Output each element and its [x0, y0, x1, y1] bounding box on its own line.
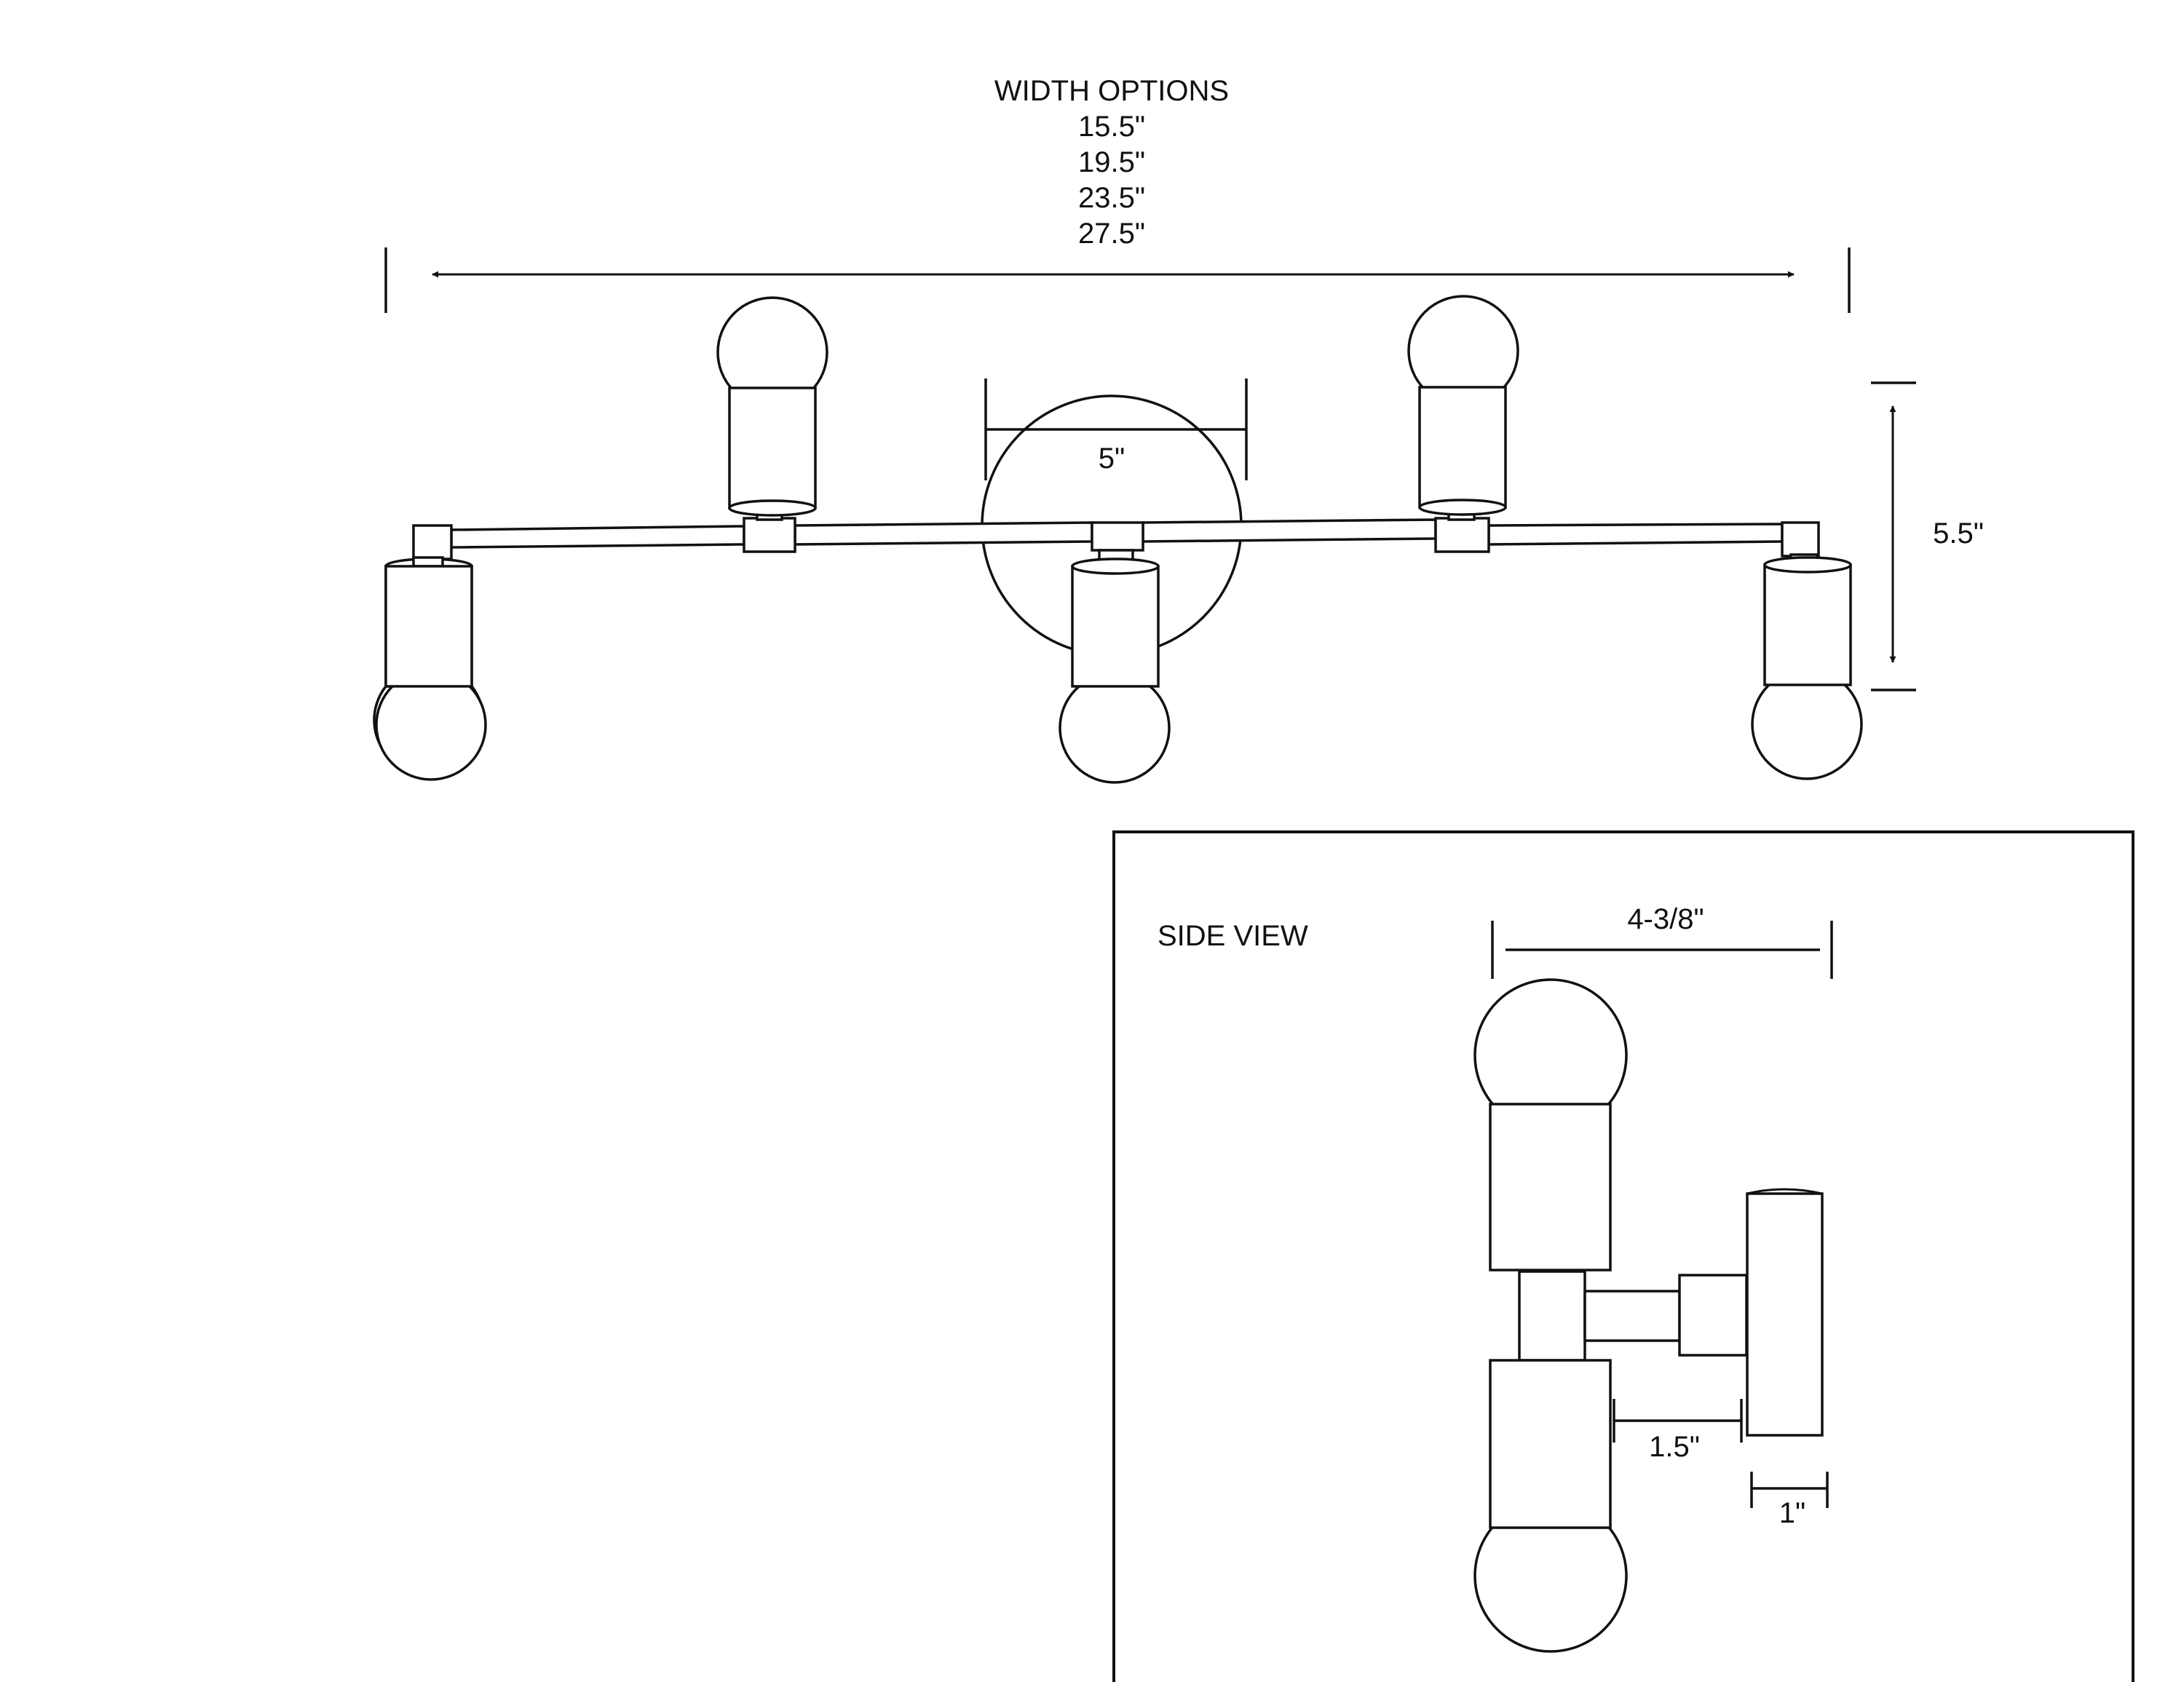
arm-dimension: 1.5" [1613, 1399, 1743, 1463]
side-arm [1583, 1290, 1681, 1342]
width-dimension [384, 247, 1851, 313]
side-canopy-top-edge [1746, 1188, 1823, 1195]
canopy-depth-label: 1" [1779, 1497, 1805, 1529]
socket-center [1059, 549, 1171, 784]
width-option-1: 15.5" [1078, 111, 1145, 143]
width-options-title: WIDTH OPTIONS [994, 75, 1229, 107]
side-socket-top [1489, 1103, 1612, 1272]
width-option-4: 27.5" [1078, 218, 1145, 250]
socket-upper-right [1407, 295, 1519, 516]
side-view-title: SIDE VIEW [1158, 920, 1308, 952]
socket-left-body [384, 565, 473, 688]
depth-label: 4-3/8" [1627, 903, 1704, 935]
height-label: 5.5" [1933, 517, 1984, 550]
side-view-panel: SIDE VIEW 4-3/8" 1.5" [1112, 830, 2134, 1682]
bulb-center [1059, 672, 1171, 784]
depth-dimension: 4-3/8" [1491, 903, 1833, 979]
socket-upper-left [716, 296, 828, 517]
width-option-3: 23.5" [1078, 182, 1145, 214]
socket-right [1751, 521, 1863, 780]
side-tee [1518, 1270, 1586, 1362]
side-arm-collar [1678, 1274, 1748, 1357]
canopy-depth-dimension: 1" [1750, 1472, 1829, 1529]
front-view: WIDTH OPTIONS 15.5" 19.5" 23.5" 27.5" 5" [373, 75, 1984, 784]
canopy-dimension: 5" [984, 378, 1248, 480]
height-dimension: 5.5" [1871, 381, 1984, 691]
side-socket-bottom [1489, 1359, 1612, 1529]
side-canopy [1746, 1192, 1824, 1437]
width-option-2: 19.5" [1078, 146, 1145, 178]
arm-length-label: 1.5" [1649, 1431, 1700, 1463]
canopy-diameter-label: 5" [1099, 443, 1125, 475]
crossbar [450, 518, 1784, 549]
